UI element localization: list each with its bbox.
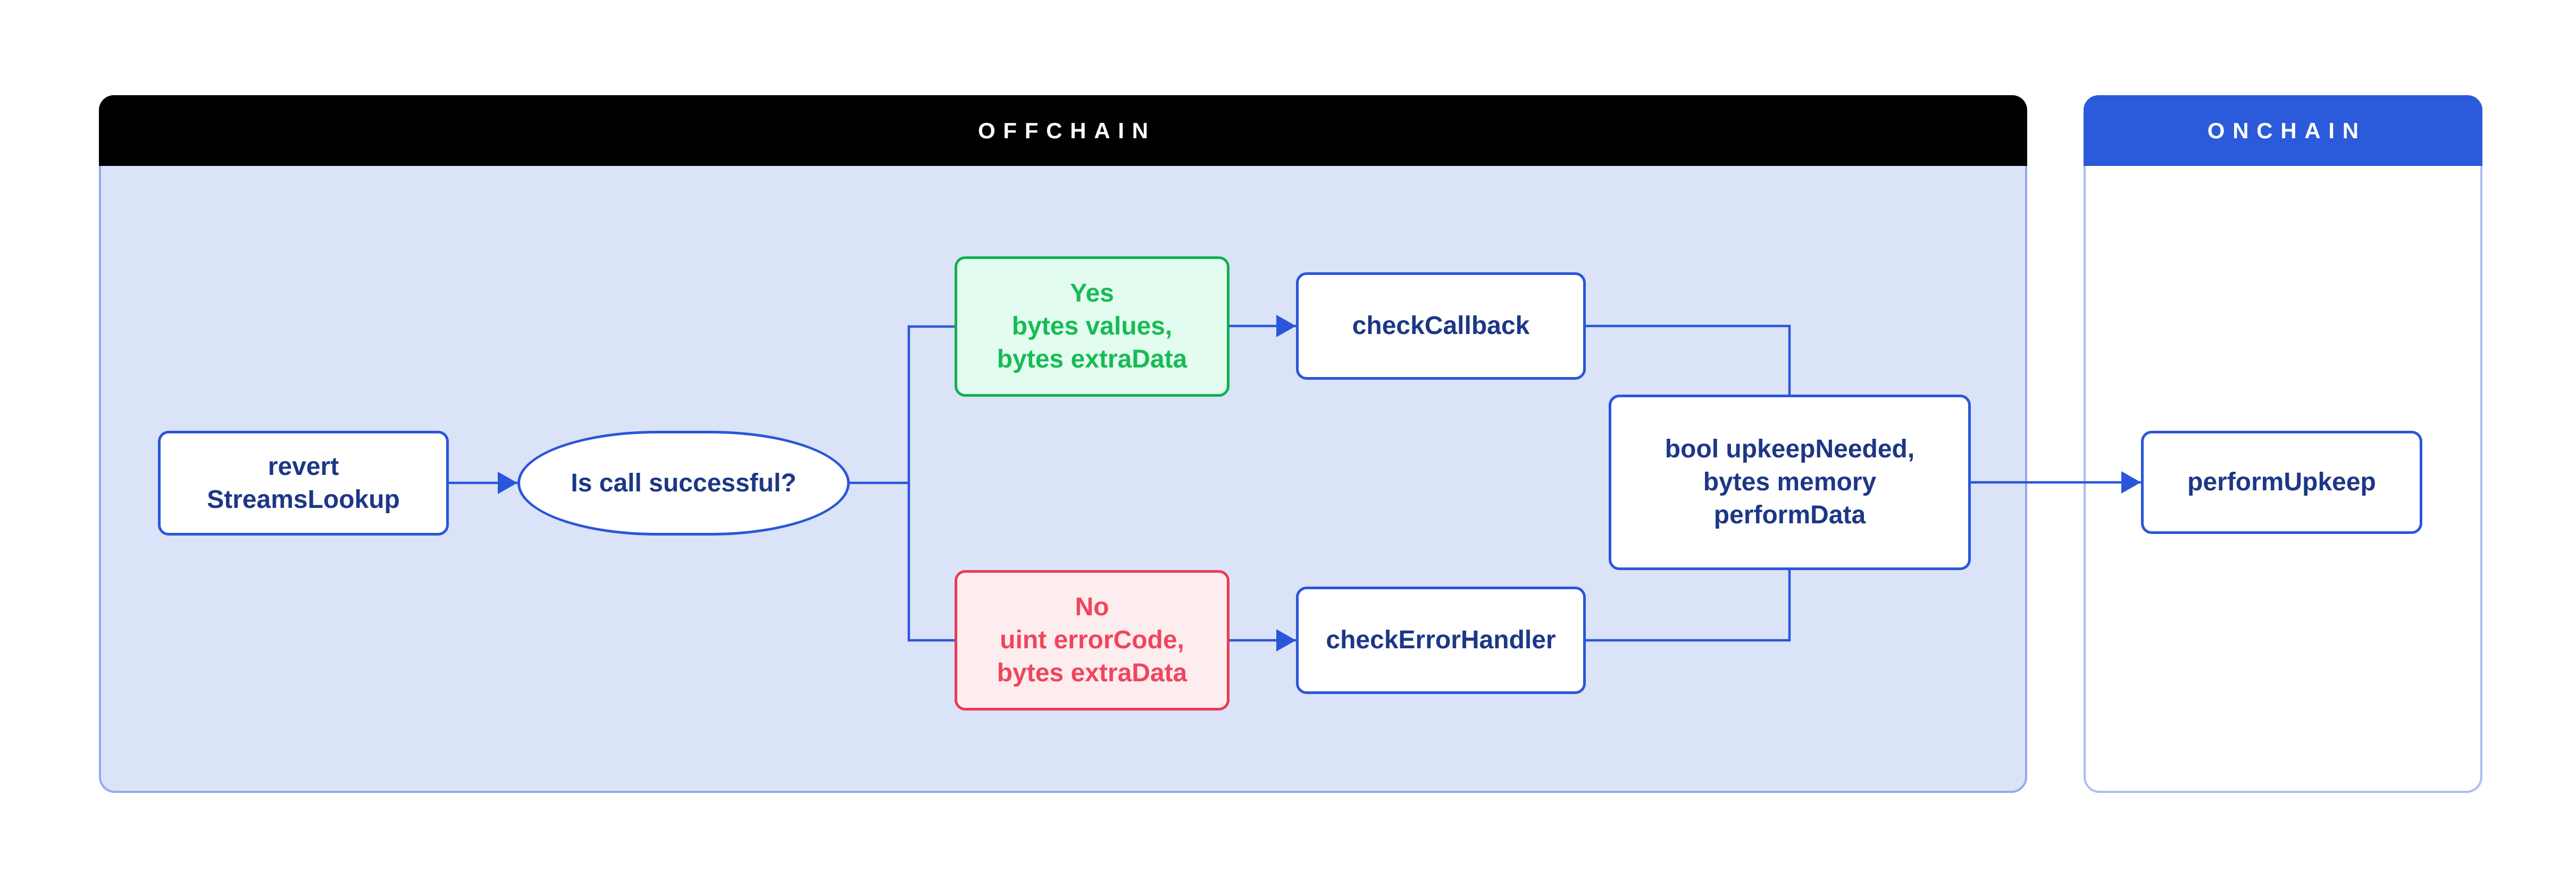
connector-checkcallback-to-upkeep — [1586, 324, 1791, 395]
node-label-line: uint errorCode, — [1000, 626, 1184, 654]
offchain-title: OFFCHAIN — [978, 118, 1156, 143]
onchain-title: ONCHAIN — [2207, 118, 2366, 143]
node-label-line: checkErrorHandler — [1326, 626, 1556, 654]
node-label-line: checkCallback — [1352, 312, 1530, 340]
node-checkcallback: checkCallback — [1296, 272, 1586, 380]
node-revert-streamslookup: revert StreamsLookup — [158, 431, 449, 536]
node-yes-branch: Yes bytes values, bytes extraData — [955, 256, 1230, 397]
node-label-line: bool upkeepNeeded, — [1665, 435, 1915, 463]
node-upkeep-needed: bool upkeepNeeded, bytes memory performD… — [1609, 395, 1971, 570]
onchain-header: ONCHAIN — [2084, 95, 2482, 166]
node-checkerrorhandler: checkErrorHandler — [1296, 587, 1586, 694]
node-performupkeep: performUpkeep — [2141, 431, 2422, 534]
node-no-branch: No uint errorCode, bytes extraData — [955, 570, 1230, 711]
node-label-line: Yes — [1070, 279, 1114, 307]
node-label-line: bytes values, — [1011, 312, 1173, 340]
node-label-line: bytes extraData — [997, 659, 1187, 687]
connector-checkerrorhandler-to-upkeep — [1586, 570, 1791, 642]
node-label-line: bytes extraData — [997, 345, 1187, 373]
node-label-line: StreamsLookup — [207, 485, 400, 514]
offchain-header: OFFCHAIN — [99, 95, 2027, 166]
node-is-call-successful: Is call successful? — [517, 431, 850, 536]
node-label-line: No — [1075, 593, 1109, 621]
connector-split-branches — [907, 325, 955, 642]
node-label-line: bytes memory — [1703, 468, 1877, 496]
node-label-line: Is call successful? — [571, 469, 797, 497]
node-label-line: revert — [267, 452, 339, 481]
node-label-line: performData — [1713, 501, 1866, 529]
node-label-line: performUpkeep — [2187, 468, 2376, 496]
